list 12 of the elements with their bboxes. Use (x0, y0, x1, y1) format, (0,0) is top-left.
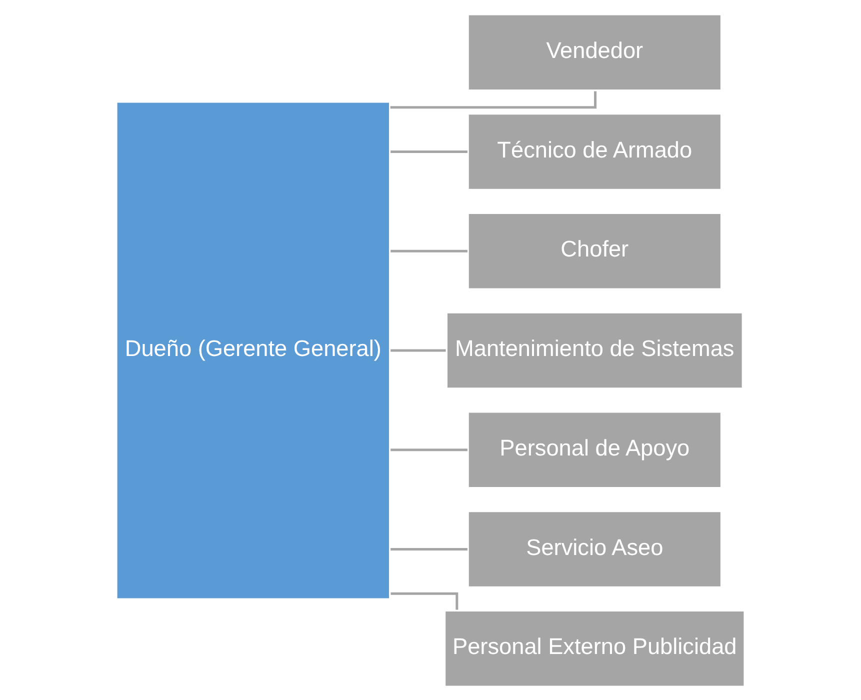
node-box: Servicio Aseo (466, 509, 723, 588)
node-box: Dueño (Gerente General) (114, 100, 392, 600)
connector (390, 249, 468, 252)
node-box: Mantenimiento de Sistemas (444, 310, 744, 390)
node-box: Técnico de Armado (466, 112, 723, 191)
node-box: Chofer (466, 211, 723, 290)
connector (390, 150, 468, 153)
node-box: Vendedor (466, 12, 723, 92)
connector (390, 547, 468, 550)
connector (390, 348, 446, 352)
connector (390, 448, 468, 451)
node-box: Personal de Apoyo (466, 410, 723, 489)
